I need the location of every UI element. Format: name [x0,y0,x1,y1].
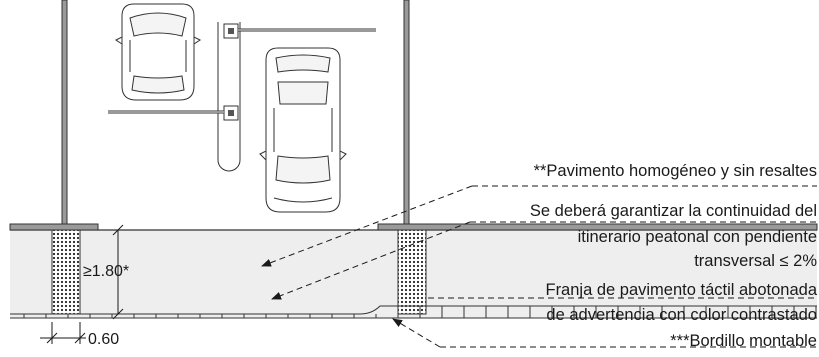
continuity-note-line1: Se deberá garantizar la continuidad del [530,202,817,220]
sidewalk-width-dimension [112,224,124,320]
curb-ticks [23,306,817,318]
leader-lines [261,185,817,348]
tactile-note-line2: de advertencia con color contrastado [546,306,817,324]
continuity-note-line3: transversal ≤ 2% [694,252,817,270]
parking-right-wall [377,0,818,231]
car-top-view-lower [259,47,347,213]
sidewalk-width-label: ≥1.80* [83,263,129,280]
continuity-note-line2: itinerario peatonal con pendiente [578,228,817,246]
barrier-island [217,22,241,172]
pavement-note: **Pavimento homogéneo y sin resaltes [534,162,817,180]
parking-left-wall [9,0,99,231]
tactile-strip-left [51,229,81,315]
strip-width-label: 0.60 [88,331,119,348]
tactile-strip-right [397,229,427,315]
strip-width-dimension [40,322,86,344]
car-top-view-upper [115,3,201,101]
curb-note: ***Bordillo montable [670,332,817,350]
tactile-note-line1: Franja de pavimento táctil abotonada [545,281,817,299]
access-barrier-top [223,23,376,39]
access-barrier-bottom [108,105,239,121]
mountable-curb [10,305,817,319]
